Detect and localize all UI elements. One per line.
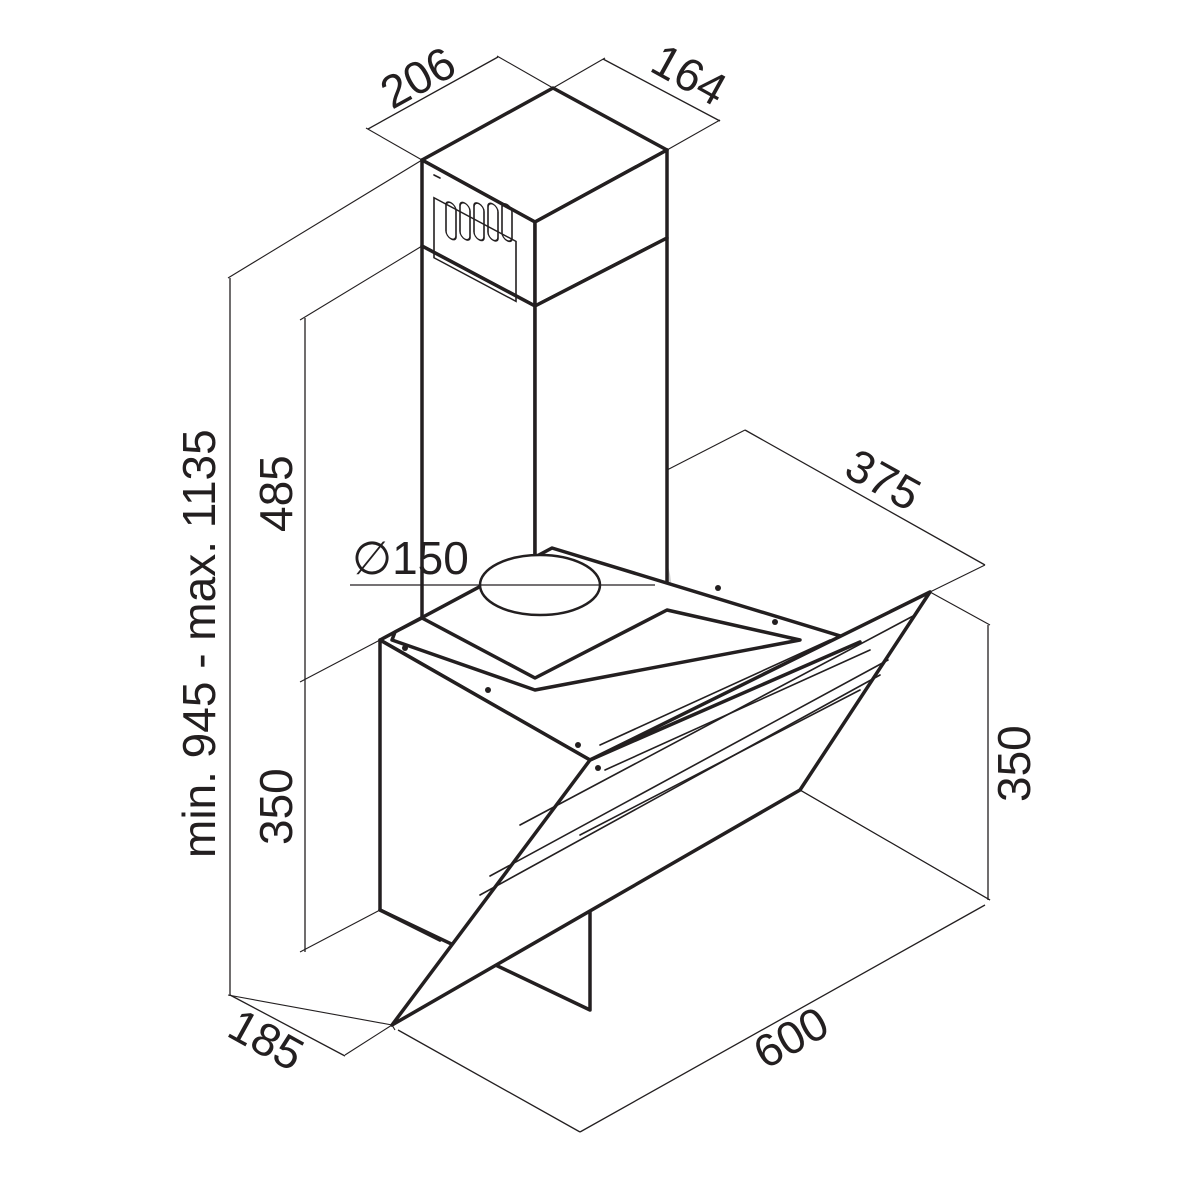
dim-total-height: min. 945 - max. 1135: [173, 429, 225, 858]
dim-hood-width: 600: [745, 996, 837, 1079]
dim-hood-height-left: 350: [250, 768, 302, 845]
chimney-base-bracket: [390, 608, 802, 692]
dimension-lines: [227, 55, 991, 1133]
dim-hood-depth-top: 375: [837, 438, 929, 521]
duct-outlet: [350, 553, 655, 617]
dim-chimney-height: 485: [250, 455, 302, 532]
dim-hood-depth-bottom: 185: [220, 998, 312, 1081]
dim-hood-height-right: 350: [988, 725, 1040, 802]
dim-chimney-depth: 164: [643, 33, 735, 116]
chimney-vent-slots: [433, 196, 517, 303]
dim-chimney-width: 206: [372, 36, 464, 119]
hood-body: [378, 546, 932, 1027]
dim-duct-diameter: ∅150: [352, 532, 469, 584]
